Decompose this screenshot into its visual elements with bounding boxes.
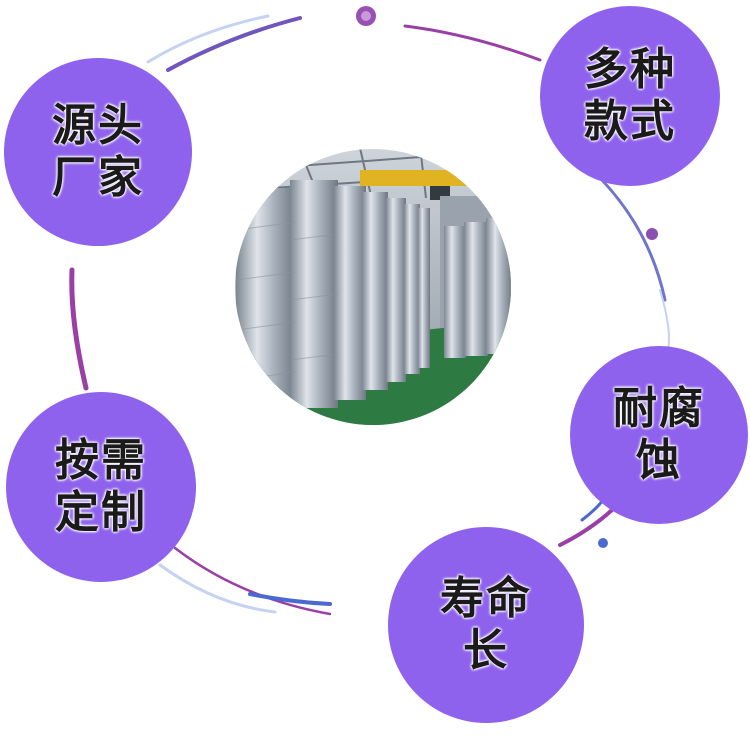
feature-corrosion-resistant: 耐腐 蚀 [570, 346, 748, 524]
feature-line-2: 长 [463, 625, 509, 676]
feature-custom-made: 按需 定制 [6, 392, 196, 582]
center-photo [235, 149, 511, 425]
ring-dots [356, 6, 658, 548]
bubble-circle-1 [4, 58, 192, 246]
feature-line-1: 多种 [584, 44, 676, 95]
feature-line-1: 寿命 [440, 573, 532, 624]
feature-line-1: 耐腐 [613, 383, 705, 434]
feature-line-2: 蚀 [636, 435, 682, 486]
feature-line-1: 源头 [52, 100, 144, 151]
feature-line-2: 款式 [584, 96, 676, 147]
feature-line-1: 按需 [55, 435, 147, 486]
feature-line-2: 定制 [55, 487, 147, 538]
bubble-circle-2 [540, 6, 720, 186]
bubble-circle-3 [570, 346, 748, 524]
feature-line-2: 厂家 [52, 152, 144, 203]
bubble-circles [4, 6, 748, 723]
bubble-circle-4 [6, 392, 196, 582]
bubble-circle-5 [388, 527, 584, 723]
feature-multiple-styles: 多种 款式 [540, 6, 720, 186]
ring-arcs [69, 14, 670, 616]
feature-source-factory: 源头 厂家 [4, 58, 192, 246]
feature-long-lifespan: 寿命 长 [388, 527, 584, 723]
